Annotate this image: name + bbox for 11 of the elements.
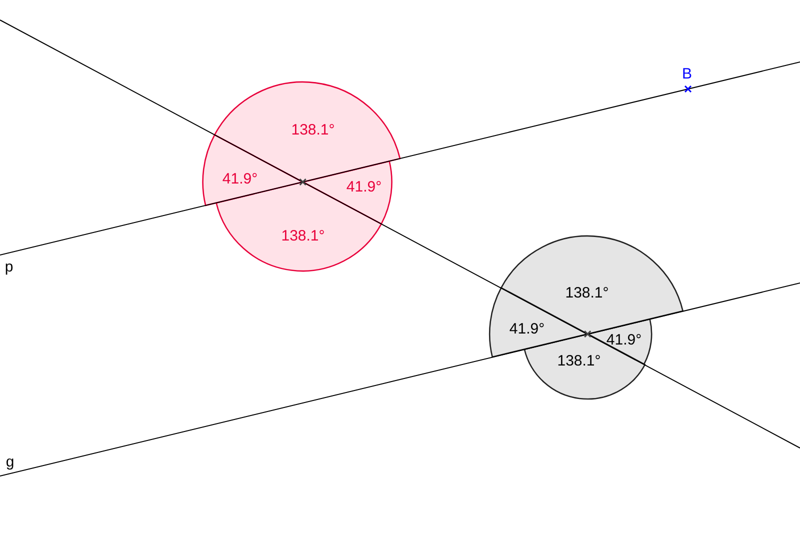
line-label: p — [4, 260, 14, 274]
line-label: g — [6, 454, 14, 470]
angle-label: 41.9° — [509, 322, 545, 336]
angle-label: 138.1° — [557, 354, 601, 368]
point-label: B — [682, 66, 692, 82]
angle-label: 41.9° — [346, 180, 382, 194]
angle-label: 138.1° — [291, 122, 335, 138]
angle-label: 41.9° — [606, 332, 642, 348]
angle-label: 138.1° — [565, 286, 609, 300]
angle-label: 138.1° — [281, 228, 325, 244]
angle-label: 41.9° — [222, 172, 258, 186]
